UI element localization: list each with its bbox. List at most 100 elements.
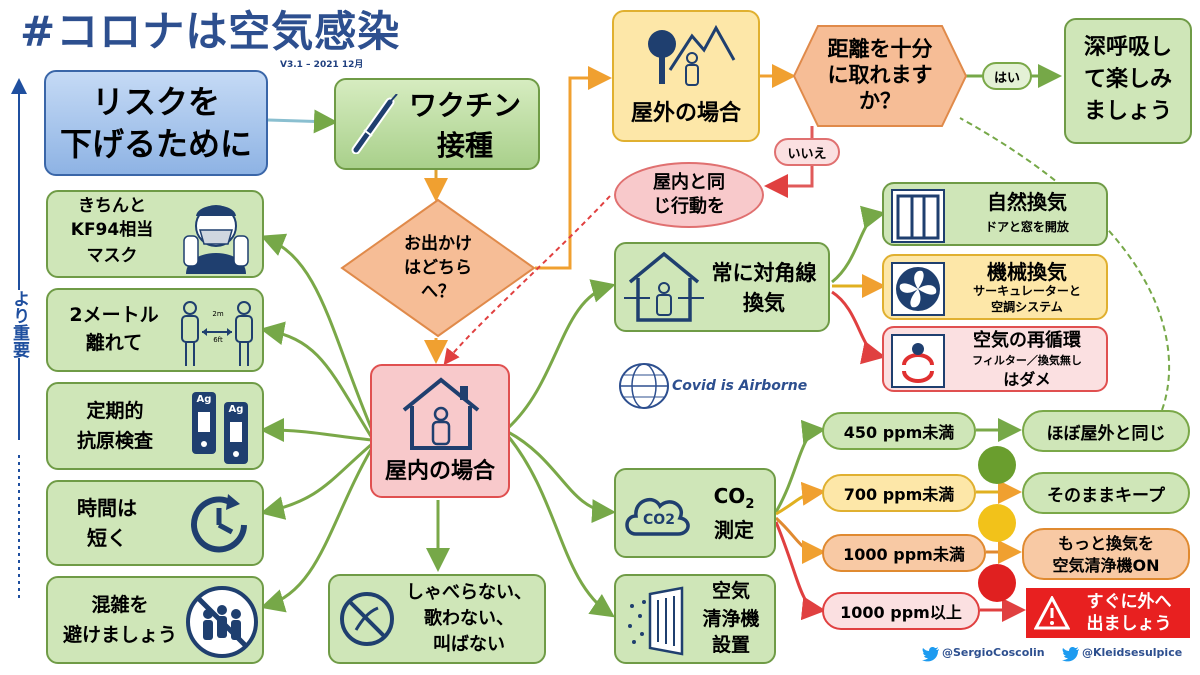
- antigen-test-box: 定期的 抗原検査 Ag Ag: [46, 382, 264, 470]
- enjoy-line1: 深呼吸し: [1083, 35, 1172, 60]
- mask-line2: KF94相当: [70, 220, 154, 240]
- distance-6ft-marker: 6ft: [213, 336, 223, 344]
- recirc-bad: はダメ: [1003, 370, 1051, 389]
- red-light-indicator: [978, 564, 1016, 602]
- ppm-1000-over-pill: 1000 ppm以上: [822, 592, 980, 630]
- cross-vent-line1: 常に対角線: [711, 261, 817, 285]
- risk-line2: 下げるために: [59, 125, 252, 163]
- distance-line2: に取れます: [827, 63, 933, 87]
- air-purifier-box: 空気 清浄機 設置: [614, 574, 776, 664]
- house-person-icon: [402, 377, 480, 450]
- antigen-ag-label-2: Ag: [228, 404, 244, 415]
- cross-vent-line2: 換気: [743, 291, 785, 315]
- yellow-light-indicator: [978, 504, 1016, 542]
- mask-line3: マスク: [86, 246, 138, 266]
- mask-person-icon: [183, 205, 249, 274]
- page-title: #コロナは空気感染: [20, 7, 401, 56]
- avoid-crowds-line2: 避けましょう: [62, 624, 177, 646]
- enjoy-line3: ましょう: [1083, 99, 1172, 124]
- vaccine-box: ワクチン 接種: [334, 78, 540, 170]
- short-time-line2: 短く: [87, 526, 127, 550]
- antigen-ag-label-1: Ag: [196, 394, 212, 405]
- reduce-risk-box: リスクを 下げるために: [44, 70, 268, 176]
- same-as-indoor-ellipse: 屋内と同 じ行動を: [614, 162, 764, 228]
- go-outside-alert: すぐに外へ 出ましょう: [1026, 588, 1190, 638]
- natural-vent-sub: ドアと窓を開放: [985, 220, 1069, 234]
- distance-line1: 距離を十分: [827, 37, 933, 61]
- ppm-700-pill: 700 ppm未満: [822, 474, 976, 512]
- mechanical-ventilation-box: 機械換気 サーキュレーターと 空調システム: [882, 254, 1108, 320]
- purifier-line2: 清浄機: [702, 608, 760, 630]
- distance-2m-line2: 離れて: [85, 332, 143, 354]
- credit-1[interactable]: @SergioCoscolin: [942, 646, 1045, 659]
- short-time-line1: 時間は: [77, 496, 137, 520]
- mask-line1: きちんと: [78, 196, 146, 216]
- vaccine-line2: 接種: [436, 129, 493, 162]
- cross-ventilation-box: 常に対角線 換気: [614, 242, 830, 332]
- yes-label: はい: [982, 62, 1032, 90]
- co2-title-co: CO: [713, 484, 746, 508]
- purifier-line1: 空気: [711, 580, 750, 602]
- mechanical-vent-sub1: サーキュレーターと: [973, 284, 1081, 298]
- action-1000-line2: 空気清浄機ON: [1052, 556, 1160, 575]
- antigen-line2: 抗原検査: [76, 430, 153, 452]
- distance-hexagon: [792, 25, 968, 127]
- fan-icon: [891, 262, 945, 316]
- action-1000-under-pill: もっと換気を 空気清浄機ON: [1022, 528, 1190, 580]
- avoid-crowds-box: 混雑を 避けましょう: [46, 576, 264, 664]
- no-talking-box: しゃべらない、 歌わない、 叫ばない: [328, 574, 546, 664]
- mask-box: きちんと KF94相当 マスク: [46, 190, 264, 278]
- outing-line1: お出かけ: [404, 234, 472, 254]
- avoid-crowds-line1: 混雑を: [91, 594, 149, 616]
- mechanical-vent-sub2: 空調システム: [991, 300, 1063, 314]
- no-shouting-icon: [340, 592, 394, 646]
- no-talk-line1: しゃべらない、: [406, 582, 532, 603]
- co2-title: CO2: [694, 484, 774, 513]
- natural-vent-title: 自然換気: [987, 190, 1067, 214]
- indoor-label: 屋内の場合: [384, 459, 495, 484]
- action-700-pill: そのままキープ: [1022, 472, 1190, 514]
- distance-icon: [181, 301, 253, 366]
- alert-line1: すぐに外へ: [1086, 592, 1172, 612]
- purifier-line3: 設置: [711, 634, 750, 656]
- no-talk-line2: 歌わない、: [424, 608, 514, 629]
- tree-mountain-icon: [648, 24, 736, 86]
- risk-line1: リスクを: [91, 83, 220, 121]
- co2-icon-text: CO2: [643, 512, 675, 528]
- no-talk-line3: 叫ばない: [433, 634, 505, 655]
- covid-airborne-logo-text: Covid is Airborne: [672, 378, 808, 394]
- co2-label: 測定: [714, 518, 754, 542]
- outdoor-label: 屋外の場合: [630, 101, 741, 126]
- action-1000-line1: もっと換気を: [1057, 534, 1154, 553]
- outdoor-box: 屋外の場合: [612, 10, 760, 142]
- distance-2m-line1: 2メートル: [69, 304, 159, 326]
- same-indoor-line2: じ行動を: [653, 196, 725, 217]
- co2-title-sub: 2: [745, 497, 755, 512]
- air-purifier-icon: [628, 586, 684, 656]
- indoor-box: 屋内の場合: [370, 364, 510, 498]
- distance-2m-marker: 2m: [212, 310, 224, 318]
- globe-logo-icon: [619, 363, 669, 409]
- natural-ventilation-box: 自然換気 ドアと窓を開放: [882, 182, 1108, 246]
- importance-label: より重要: [6, 290, 32, 358]
- enjoy-box: 深呼吸し て楽しみ ましょう: [1064, 18, 1192, 144]
- antigen-line1: 定期的: [86, 400, 144, 422]
- distance-line3: か？: [859, 89, 901, 113]
- outing-diamond: [340, 198, 536, 338]
- twitter-icon: [1062, 647, 1079, 662]
- ppm-1000-under-pill: 1000 ppm未満: [822, 534, 986, 572]
- recirc-title: 空気の再循環: [973, 330, 1081, 351]
- twitter-icon: [922, 647, 939, 662]
- enjoy-line2: て楽しみ: [1083, 67, 1172, 92]
- ppm-450-pill: 450 ppm未満: [822, 412, 976, 450]
- action-450-pill: ほぼ屋外と同じ: [1022, 410, 1190, 452]
- outing-line2: はどちら: [404, 258, 472, 278]
- window-icon: [891, 189, 945, 243]
- same-indoor-line1: 屋内と同: [653, 172, 725, 193]
- co2-cloud-icon: [625, 497, 690, 536]
- credit-2[interactable]: @Kleidsesulpice: [1082, 646, 1183, 659]
- house-airflow-icon: [624, 251, 704, 322]
- recirculation-box: 空気の再循環 フィルター／換気無し はダメ: [882, 326, 1108, 392]
- no-label: いいえ: [774, 138, 840, 166]
- outing-line3: へ？: [421, 282, 455, 302]
